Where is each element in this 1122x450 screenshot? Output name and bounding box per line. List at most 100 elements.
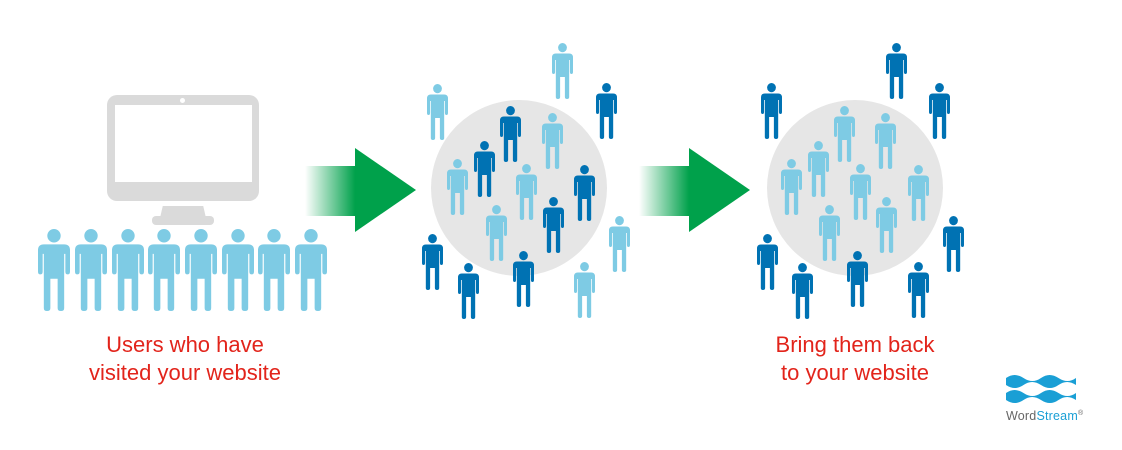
light-person-icon [780,159,802,215]
person-icon [222,229,254,311]
person-icon [112,229,144,311]
light-person-icon [551,43,573,99]
registered-mark: ® [1077,410,1084,417]
person-icon [780,159,802,215]
visitor-person-icon [222,229,254,311]
light-person-icon [874,113,896,169]
person-icon [818,205,840,261]
person-icon [499,106,521,162]
right-arrow-icon [689,148,750,232]
dark-person-icon [421,234,443,290]
person-icon [791,263,813,319]
light-person-icon [907,165,929,221]
visitor-person-icon [148,229,180,311]
person-icon [907,262,929,318]
person-icon [446,159,468,215]
webcam-dot [180,98,185,103]
logo-word: Word [1006,409,1037,423]
light-person-icon [875,197,897,253]
wordstream-logo: WordStream® [1004,374,1104,426]
person-icon [515,164,537,220]
light-person-icon [541,113,563,169]
person-icon [928,83,950,139]
person-icon [295,229,327,311]
person-icon [846,251,868,307]
caption-visited-users: Users who have visited your website [40,331,330,387]
person-icon [874,113,896,169]
light-person-icon [849,164,871,220]
dark-person-icon [573,165,595,221]
arrow-shaft [305,166,355,216]
person-icon [541,113,563,169]
person-icon [485,205,507,261]
dark-person-icon [595,83,617,139]
person-icon [426,84,448,140]
caption-line: visited your website [89,360,281,385]
light-person-icon [485,205,507,261]
dark-person-icon [542,197,564,253]
light-person-icon [426,84,448,140]
visitor-person-icon [295,229,327,311]
person-icon [148,229,180,311]
person-icon [833,106,855,162]
dark-person-icon [942,216,964,272]
person-icon [573,165,595,221]
arrow-shaft [639,166,689,216]
caption-line: to your website [781,360,929,385]
visitor-person-icon [75,229,107,311]
monitor-screen [115,105,252,182]
light-person-icon [515,164,537,220]
person-icon [907,165,929,221]
person-icon [608,216,630,272]
light-person-icon [446,159,468,215]
person-icon [75,229,107,311]
dark-person-icon [928,83,950,139]
dark-person-icon [760,83,782,139]
person-icon [473,141,495,197]
person-icon [38,229,70,311]
light-person-icon [833,106,855,162]
dark-person-icon [473,141,495,197]
visitor-person-icon [112,229,144,311]
wave-logo-icon [1006,375,1076,403]
visitor-person-icon [258,229,290,311]
dark-person-icon [756,234,778,290]
person-icon [573,262,595,318]
person-icon [885,43,907,99]
person-icon [185,229,217,311]
dark-person-icon [885,43,907,99]
person-icon [512,251,534,307]
person-icon [421,234,443,290]
dark-person-icon [512,251,534,307]
logo-stream: Stream [1036,409,1078,423]
right-arrow-icon [355,148,416,232]
light-person-icon [608,216,630,272]
caption-line: Users who have [106,332,264,357]
dark-person-icon [791,263,813,319]
monitor-stand-neck [160,206,206,218]
visitor-person-icon [38,229,70,311]
dark-person-icon [907,262,929,318]
person-icon [756,234,778,290]
person-icon [807,141,829,197]
logo-wordmark: WordStream® [1006,409,1083,423]
caption-line: Bring them back [775,332,935,357]
dark-person-icon [846,251,868,307]
dark-person-icon [499,106,521,162]
caption-bring-back: Bring them back to your website [740,331,970,387]
person-icon [457,263,479,319]
person-icon [875,197,897,253]
light-person-icon [573,262,595,318]
light-person-icon [807,141,829,197]
light-person-icon [818,205,840,261]
person-icon [551,43,573,99]
dark-person-icon [457,263,479,319]
visitor-person-icon [185,229,217,311]
person-icon [849,164,871,220]
person-icon [542,197,564,253]
monitor-stand-base [152,216,214,225]
person-icon [760,83,782,139]
person-icon [595,83,617,139]
desktop-monitor-icon [107,95,259,201]
person-icon [258,229,290,311]
